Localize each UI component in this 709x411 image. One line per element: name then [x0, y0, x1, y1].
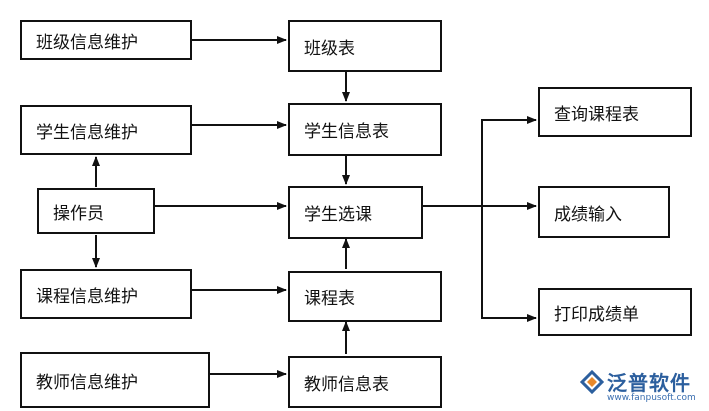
node-class-table: 班级表: [288, 20, 442, 72]
node-score-input: 成绩输入: [538, 186, 670, 238]
node-operator: 操作员: [37, 188, 155, 234]
node-teacher-table-label: 教师信息表: [304, 374, 389, 395]
node-student-table: 学生信息表: [288, 103, 442, 156]
node-print-report: 打印成绩单: [538, 288, 692, 336]
node-print-report-label: 打印成绩单: [554, 304, 639, 325]
node-teacher-maintain: 教师信息维护: [20, 352, 210, 408]
node-teacher-maintain-label: 教师信息维护: [36, 372, 138, 393]
node-query-schedule-label: 查询课程表: [554, 104, 639, 125]
node-class-maintain-label: 班级信息维护: [36, 32, 138, 53]
arrow-branch-to-query-schedule: [481, 116, 537, 206]
fanpu-logo-url: www.fanpusoft.com: [607, 393, 696, 403]
node-course-maintain: 课程信息维护: [20, 269, 192, 319]
node-score-input-label: 成绩输入: [554, 204, 622, 225]
node-student-maintain-label: 学生信息维护: [36, 122, 138, 143]
node-query-schedule: 查询课程表: [538, 87, 692, 137]
node-teacher-table: 教师信息表: [288, 356, 442, 408]
node-course-select: 学生选课: [288, 186, 423, 239]
arrow-branch-to-print-report: [481, 206, 537, 322]
node-course-table: 课程表: [288, 271, 442, 322]
node-class-maintain: 班级信息维护: [20, 20, 192, 60]
node-student-maintain: 学生信息维护: [20, 105, 192, 155]
node-course-table-label: 课程表: [304, 289, 355, 309]
fanpu-logo-brand: 泛普软件: [607, 371, 691, 395]
node-operator-label: 操作员: [53, 203, 104, 224]
fanpu-logo-icon: [579, 369, 605, 395]
node-class-table-label: 班级表: [304, 38, 355, 59]
fanpu-logo: 泛普软件 www.fanpusoft.com: [577, 365, 707, 409]
node-student-table-label: 学生信息表: [304, 122, 389, 142]
node-course-select-label: 学生选课: [304, 205, 372, 225]
node-course-maintain-label: 课程信息维护: [36, 286, 138, 307]
